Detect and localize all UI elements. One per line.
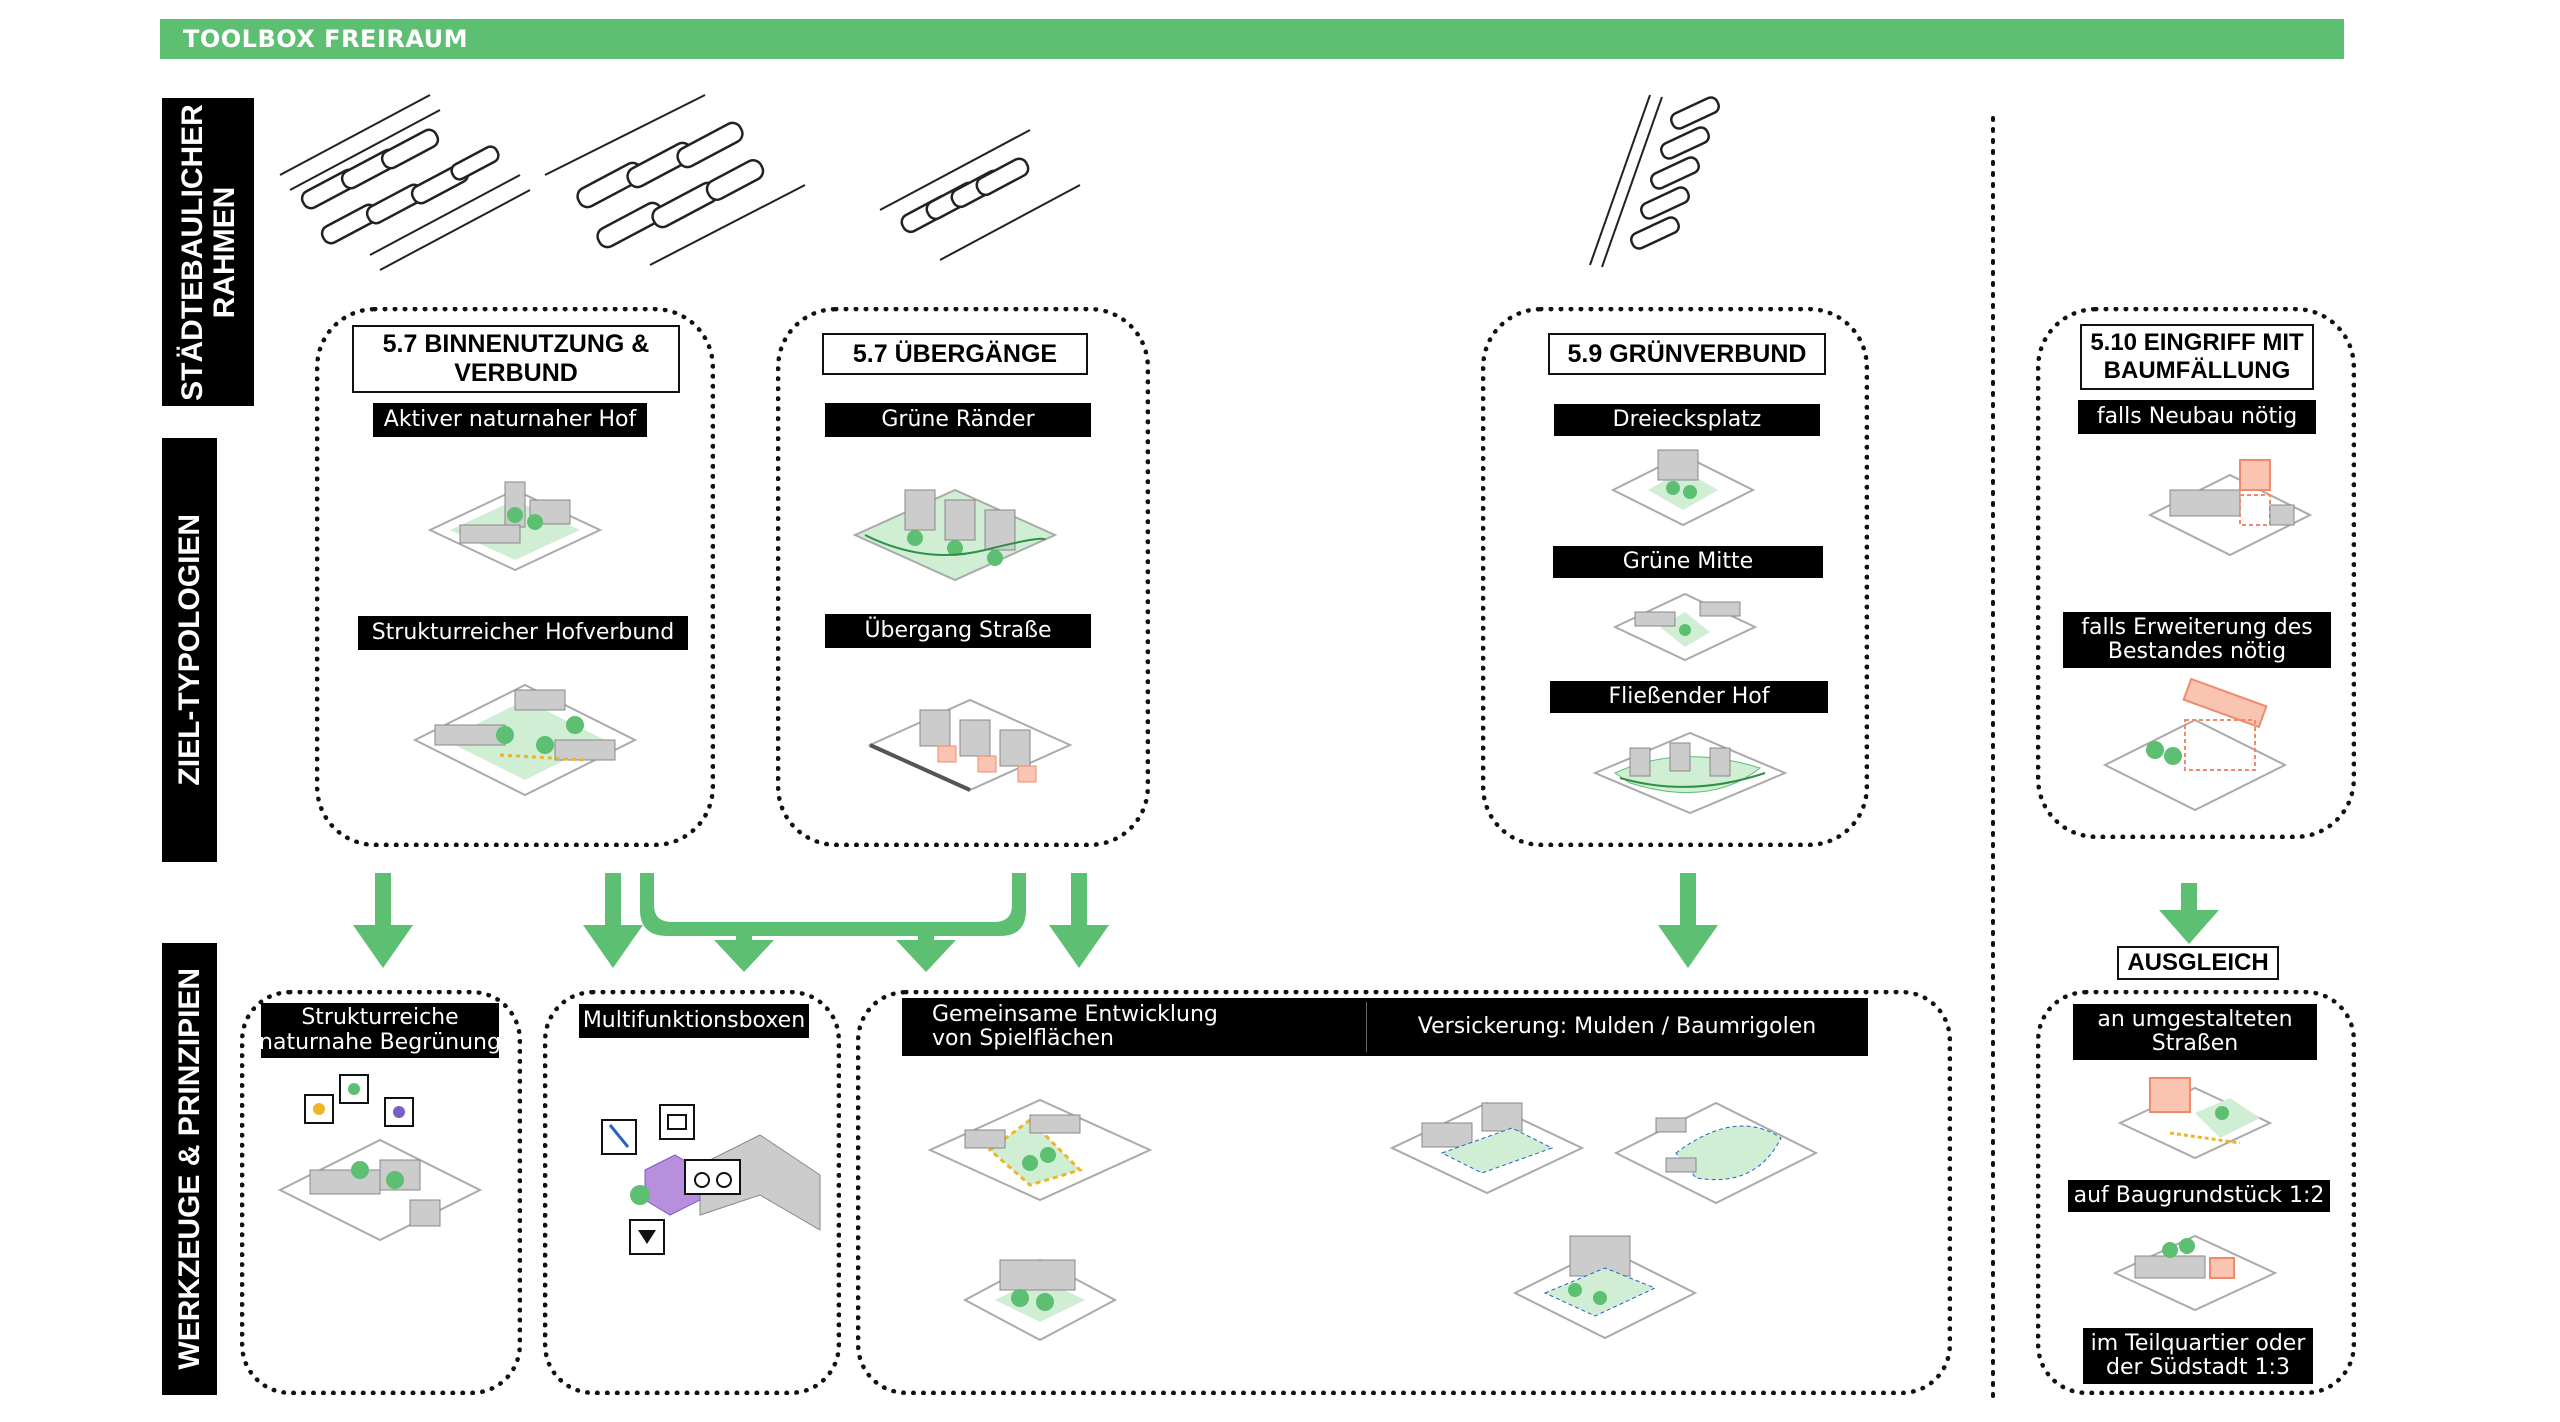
tool-begruenung-label: Strukturreiche naturnahe Begrünung [259,1003,501,1058]
group-binnennutzung-frame [315,307,715,847]
illustration-hofverbund [412,683,638,797]
header-bar: TOOLBOX FREIRAUM [160,19,2344,59]
tool-begruenung-frame [240,990,522,1395]
typology-dreiecksplatz: Dreiecksplatz [1554,404,1820,436]
header-title: TOOLBOX FREIRAUM [183,25,469,53]
illustration-falls-neubau [2147,459,2313,557]
illustration-spielflaechen-2 [962,1258,1118,1342]
illustration-falls-erweiterung [2102,677,2288,812]
illustration-multifunktionsbox [601,1104,821,1255]
urban-frame-illustration-3 [879,129,1081,261]
illustration-ausgleich-strassen [2117,1077,2273,1160]
illustration-ausgleich-baugrundstueck [2112,1234,2278,1312]
urban-frame-illustration-1 [279,94,531,271]
ausgleich-strassen: an umgestalteten Straßen [2073,1004,2317,1060]
illustration-begruenung [277,1074,483,1242]
illustration-gruene-mitte [1612,592,1758,662]
illustration-uebergang-strasse [867,698,1073,792]
illustration-mulden-1 [1389,1101,1585,1195]
ausgleich-baugrundstueck: auf Baugrundstück 1:2 [2068,1180,2330,1212]
ausgleich-label: AUSGLEICH [2117,946,2279,980]
tool-spiel-label: Gemeinsame Entwicklung von Spielflächen [902,998,1366,1056]
urban-frame-illustration-2 [544,94,806,266]
tool-multi-frame [543,990,841,1395]
illustration-baumrigolen [1512,1235,1698,1340]
group-gruenverbund-title: 5.9 GRÜNVERBUND [1548,333,1826,375]
row-label-rahmen: STÄDTEBAULICHER RAHMEN [162,98,254,406]
illustration-gruene-raender [852,488,1058,582]
illustration-spielflaechen-1 [927,1098,1153,1202]
typology-aktiver-hof: Aktiver naturnaher Hof [373,403,647,437]
typology-strukturreicher-hofverbund: Strukturreicher Hofverbund [358,616,688,650]
group-uebergaenge-title: 5.7 ÜBERGÄNGE [822,333,1088,375]
illustration-aktiver-hof [427,481,603,572]
group-gruenverbund-frame [1481,307,1869,847]
illustration-fliessender-hof [1592,731,1788,815]
group-eingriff-title: 5.10 EINGRIFF MIT BAUMFÄLLUNG [2080,324,2314,390]
typology-falls-erweiterung: falls Erweiterung des Bestandes nötig [2063,612,2331,668]
typology-falls-neubau: falls Neubau nötig [2078,400,2316,434]
tool-multi-label: Multifunktionsboxen [579,1004,809,1038]
typology-gruene-raender: Grüne Ränder [825,403,1091,437]
group-eingriff-frame [2036,307,2356,839]
row-label-werkzeuge: WERKZEUGE & PRINZIPIEN [162,943,217,1395]
ausgleich-teilquartier: im Teilquartier oder der Südstadt 1:3 [2083,1328,2313,1384]
tool-versickerung-label: Versickerung: Mulden / Baumrigolen [1366,998,1868,1056]
typology-gruene-mitte: Grüne Mitte [1553,546,1823,578]
row-label-ziel: ZIEL-TYPOLOGIEN [162,438,217,862]
group-binnennutzung-title: 5.7 BINNENUTZUNG & VERBUND [352,325,680,393]
ausgleich-frame [2036,990,2356,1395]
tool-label-divider [1366,1002,1367,1052]
group-uebergaenge-frame [776,307,1150,847]
typology-fliessender-hof: Fließender Hof [1550,681,1828,713]
typology-uebergang-strasse: Übergang Straße [825,614,1091,648]
illustration-dreiecksplatz [1610,449,1756,527]
tool-gemeinsam-frame [856,990,1952,1395]
illustration-mulden-2 [1613,1101,1819,1205]
urban-frame-illustration-4 [1589,94,1720,268]
